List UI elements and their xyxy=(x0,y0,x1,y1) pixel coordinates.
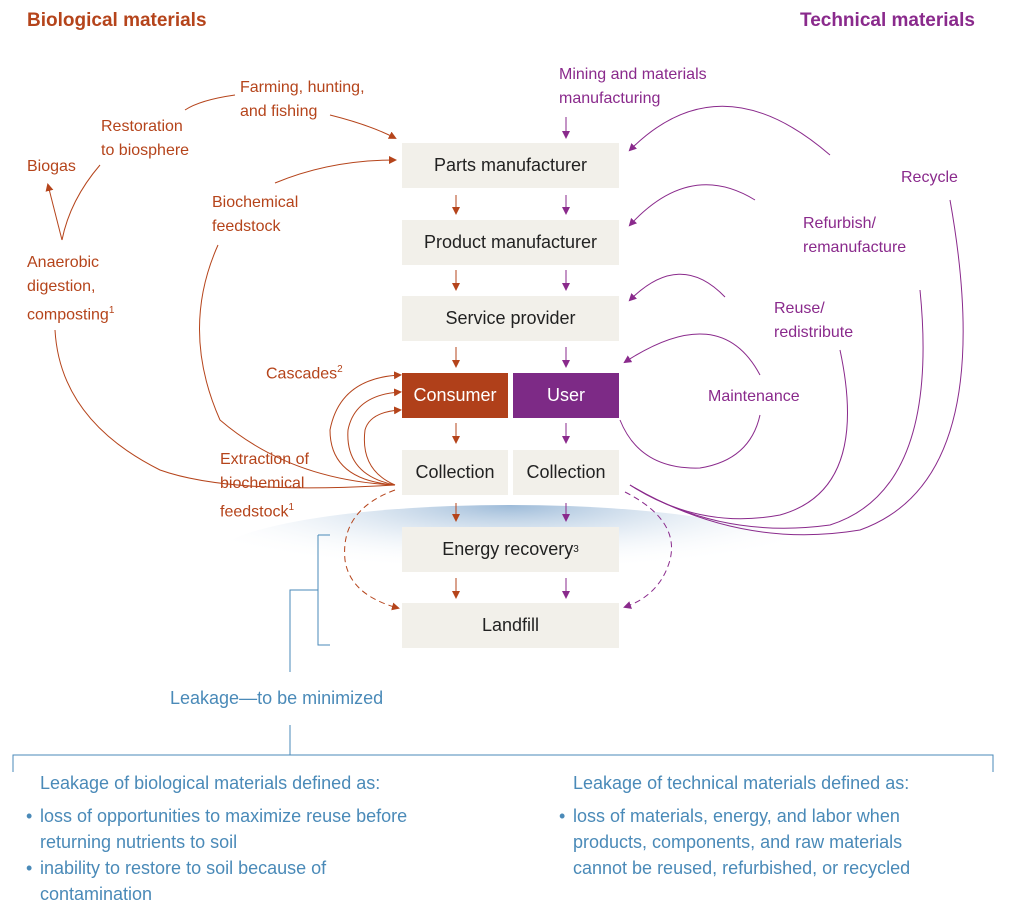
leakage-bio-bullet: loss of opportunities to maximize reuse … xyxy=(26,803,426,855)
consumer-box: Consumer xyxy=(402,373,508,418)
user-box: User xyxy=(513,373,619,418)
leakage-tech-bullet: loss of materials, energy, and labor whe… xyxy=(559,803,959,881)
recycle-label: Recycle xyxy=(901,169,958,186)
collection-tech-box: Collection xyxy=(513,450,619,495)
leakage-title: Leakage—to be minimized xyxy=(170,688,384,708)
leakage-tech-list: loss of materials, energy, and labor whe… xyxy=(559,803,959,881)
collection-bio-box: Collection xyxy=(402,450,508,495)
maintenance-label: Maintenance xyxy=(708,388,800,405)
leakage-bio-bullet: inability to restore to soil because of … xyxy=(26,855,426,907)
reuse-label: Reuse/redistribute xyxy=(774,300,854,341)
leakage-bio-list: loss of opportunities to maximize reuse … xyxy=(26,803,426,907)
refurbish-label: Refurbish/remanufacture xyxy=(803,215,907,256)
parts-manufacturer-box: Parts manufacturer xyxy=(402,143,619,188)
technical-materials-header: Technical materials xyxy=(800,10,975,31)
service-provider-box: Service provider xyxy=(402,296,619,341)
biological-materials-header: Biological materials xyxy=(27,10,207,31)
leakage-tech-heading: Leakage of technical materials defined a… xyxy=(573,773,910,793)
product-manufacturer-box: Product manufacturer xyxy=(402,220,619,265)
cascades-label: Cascades2 xyxy=(266,364,343,383)
leakage-bio-heading: Leakage of biological materials defined … xyxy=(40,773,381,793)
landfill-box: Landfill xyxy=(402,603,619,648)
biogas-label: Biogas xyxy=(27,158,76,175)
farming-label: Farming, hunting,and fishing xyxy=(240,79,365,120)
